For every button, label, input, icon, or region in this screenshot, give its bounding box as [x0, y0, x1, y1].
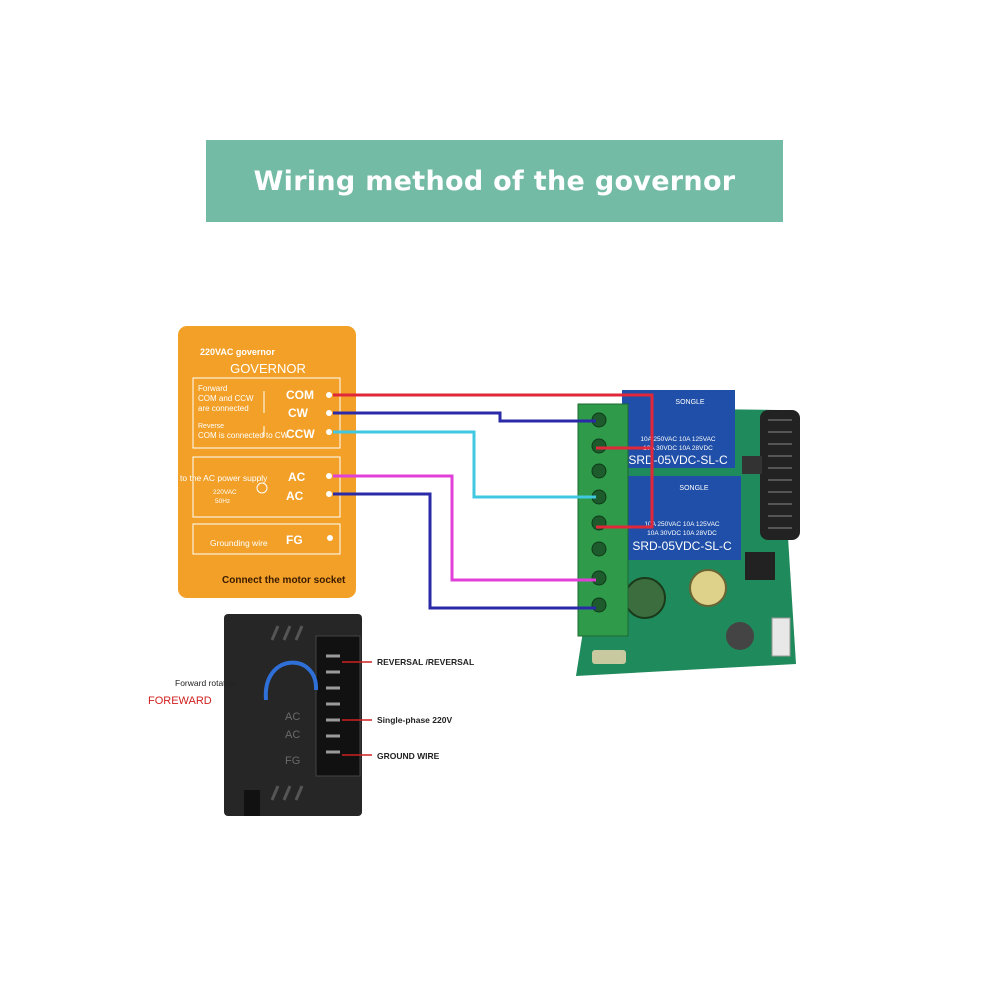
single-phase-label: Single-phase 220V — [377, 715, 452, 725]
terminal-screw-6 — [591, 541, 607, 557]
foreward-label: FOREWARD — [148, 695, 212, 707]
wires — [333, 393, 654, 610]
socket-notch — [244, 790, 260, 816]
motor-socket-note: Connect the motor socket — [222, 575, 346, 586]
governor-body — [178, 326, 356, 598]
terminal-ccw-label: CCW — [286, 427, 315, 441]
reverse-label: Reverse — [198, 423, 224, 430]
socket-ac-1-label: AC — [285, 711, 300, 723]
terminal-cw-label: CW — [288, 406, 309, 420]
wire-ac1-magenta — [333, 474, 596, 582]
socket-fg-label: FG — [285, 755, 300, 767]
ac-spec-2: 50Hz — [215, 498, 230, 505]
socket-pins — [326, 654, 340, 754]
relay-1-rating-1: 10A 250VAC 10A 125VAC — [640, 436, 716, 443]
capacitor-1 — [624, 577, 666, 619]
wire-cw-blue — [333, 411, 596, 423]
governor-title: GOVERNOR — [230, 361, 306, 376]
fg-box — [192, 523, 341, 555]
small-chip — [742, 456, 762, 474]
forward-jumper-wire — [263, 660, 319, 701]
reverse-desc: COM is connected to CW — [198, 431, 289, 440]
relay-2-brand: SONGLE — [679, 485, 709, 492]
ac-spec-1: 220VAC — [213, 489, 237, 496]
ground-wire-label: GROUND WIRE — [377, 751, 440, 761]
relay-1-brand: SONGLE — [675, 399, 705, 406]
ac1-terminal-dot — [326, 473, 332, 479]
inductor — [726, 622, 754, 650]
wire-ccw-cyan — [333, 430, 596, 499]
ac-source-icon — [256, 482, 268, 494]
terminal-screw-3 — [591, 463, 607, 479]
ic-chip — [745, 552, 775, 580]
forward-label: Forward — [198, 384, 227, 393]
terminal-ac-1-label: AC — [288, 470, 306, 484]
socket-vents-top — [270, 625, 304, 641]
terminal-screw-7 — [591, 570, 607, 586]
relay-2 — [626, 476, 741, 560]
relay-2-rating-1: 10A 250VAC 10A 125VAC — [644, 521, 720, 528]
motor-socket: AC AC FG Forward rotation FOREWARD REVER… — [148, 614, 474, 816]
terminal-fg-label: FG — [286, 533, 303, 547]
relay-board: SONGLE 10A 250VAC 10A 125VAC 10A 30VDC 1… — [576, 390, 800, 676]
antenna-windings — [768, 419, 792, 529]
push-button — [771, 617, 791, 657]
relay-1 — [622, 390, 735, 468]
ac2-terminal-dot — [326, 491, 332, 497]
ccw-terminal-dot — [326, 429, 332, 435]
antenna-coil — [760, 410, 800, 540]
com-terminal-dot — [326, 392, 332, 398]
forward-desc-1: COM and CCW — [198, 394, 254, 403]
socket-vents-bottom — [270, 785, 304, 801]
terminal-screw-2 — [591, 438, 607, 454]
forward-desc-2: are connected — [198, 404, 249, 413]
ac-power-note: Connect to the AC power supply — [146, 473, 268, 483]
terminal-com-label: COM — [286, 388, 314, 402]
relay-2-rating-2: 10A 30VDC 10A 28VDC — [647, 530, 717, 537]
wire-ac2-blue — [333, 492, 596, 610]
forward-rotation-label: Forward rotation — [175, 678, 237, 688]
relay-2-model: SRD-05VDC-SL-C — [632, 539, 732, 553]
fg-terminal-dot — [327, 535, 333, 541]
wire-com-red — [333, 393, 654, 529]
socket-ac-2-label: AC — [285, 729, 300, 741]
relay-1-rating-2: 10A 30VDC 10A 28VDC — [643, 445, 713, 452]
governor-subtitle: 220VAC governor — [200, 347, 275, 357]
capacitor-2 — [689, 569, 727, 607]
ac-box — [192, 456, 341, 518]
title-banner: Wiring method of the governor — [206, 140, 783, 222]
terminal-ac-2-label: AC — [286, 489, 304, 503]
reversal-label: REVERSAL /REVERSAL — [377, 657, 474, 667]
terminal-screw-8 — [591, 597, 607, 613]
grounding-label: Grounding wire — [210, 538, 268, 548]
crystal — [592, 650, 626, 664]
cw-terminal-dot — [326, 410, 332, 416]
banner-title: Wiring method of the governor — [253, 165, 736, 197]
relay-1-model: SRD-05VDC-SL-C — [628, 453, 728, 467]
governor-panel: 220VAC governor GOVERNOR Forward COM and… — [146, 326, 356, 598]
